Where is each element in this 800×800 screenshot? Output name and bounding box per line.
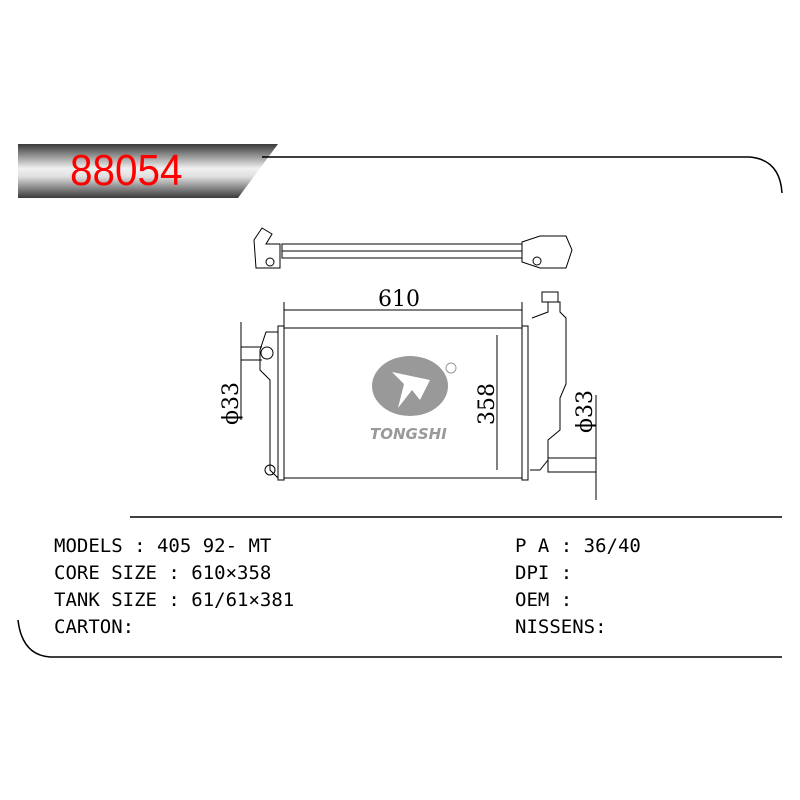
- specs-left: MODELS : 405 92- MT CORE SIZE : 610×358 …: [54, 533, 294, 641]
- specs-right: P A : 36/40 DPI : OEM : NISSENS:: [515, 533, 641, 641]
- spec-models: MODELS : 405 92- MT: [54, 535, 272, 557]
- radiator-top-view: [253, 227, 573, 269]
- width-dimension: 610: [378, 287, 420, 312]
- spec-tank-size: TANK SIZE : 61/61×381: [54, 589, 295, 611]
- spec-core-size: CORE SIZE : 610×358: [54, 562, 272, 584]
- spec-carton: CARTON:: [54, 616, 135, 638]
- spec-oem: OEM :: [515, 589, 584, 611]
- spec-nissens: NISSENS:: [515, 616, 607, 638]
- height-dimension: 358: [475, 383, 500, 425]
- spec-dpi: DPI :: [515, 562, 584, 584]
- part-number: 88054: [70, 146, 183, 195]
- tongshi-logo-icon: [372, 356, 457, 416]
- logo-text: TONGSHI: [370, 425, 447, 443]
- part-number-banner: [18, 144, 278, 198]
- radiator-front-view: [259, 291, 597, 481]
- right-pipe-dimension: ϕ33: [573, 390, 598, 433]
- left-pipe-dimension: ϕ33: [219, 382, 244, 425]
- spec-pa: P A : 36/40: [515, 535, 641, 557]
- dimension-lines: [240, 302, 597, 500]
